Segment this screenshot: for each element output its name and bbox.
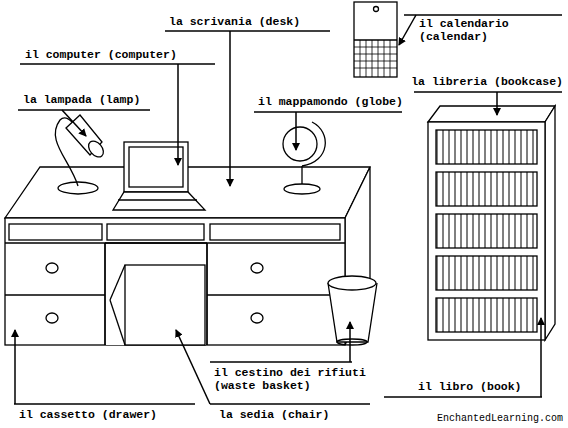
bookcase bbox=[428, 106, 555, 340]
globe bbox=[283, 122, 325, 194]
calendar bbox=[354, 2, 397, 77]
waste-basket-label: il cestino dei rifiuti (waste basket) bbox=[213, 366, 367, 392]
lamp bbox=[55, 115, 106, 194]
desk-label: la scrivania (desk) bbox=[168, 15, 301, 28]
globe-label: il mappamondo (globe) bbox=[257, 95, 404, 108]
lamp-label: la lampada (lamp) bbox=[22, 93, 141, 106]
computer bbox=[113, 142, 205, 210]
desk bbox=[5, 167, 370, 345]
drawer-label: il cassetto (drawer) bbox=[18, 408, 158, 421]
chair-label: la sedia (chair) bbox=[218, 408, 330, 421]
bookcase-label: la libreria (bookcase) bbox=[410, 75, 564, 88]
book-label: il libro (book) bbox=[417, 380, 523, 393]
leader-lines bbox=[14, 15, 562, 404]
calendar-label: il calendario (calendar) bbox=[418, 17, 538, 43]
watermark: EnchantedLearning.com bbox=[436, 412, 564, 425]
chair bbox=[110, 265, 205, 345]
waste-basket bbox=[328, 276, 377, 345]
computer-label: il computer (computer) bbox=[24, 48, 178, 61]
